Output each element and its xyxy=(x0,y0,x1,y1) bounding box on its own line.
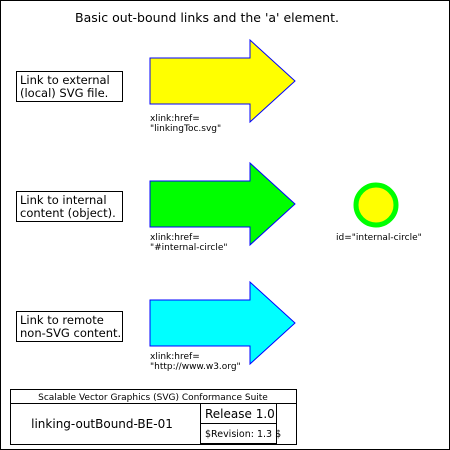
cyan-arrow-icon[interactable] xyxy=(149,280,296,366)
suite-title: Scalable Vector Graphics (SVG) Conforman… xyxy=(38,393,268,403)
link-label-line-1: Link to internal xyxy=(20,193,107,207)
link-label-box xyxy=(16,311,123,342)
internal-circle-target: id="internal-circle" xyxy=(336,182,422,243)
href-line-2: "#internal-circle" xyxy=(150,243,228,253)
internal-circle-icon xyxy=(353,182,399,228)
link-label-line-1: Link to external xyxy=(20,73,110,87)
release-label: Release 1.0 xyxy=(205,407,275,421)
href-line-2: "http://www.w3.org" xyxy=(150,362,241,372)
link-label-box xyxy=(16,71,123,102)
green-arrow-icon[interactable] xyxy=(149,161,296,247)
href-line-1: xlink:href= xyxy=(150,352,200,362)
link-external-svg[interactable]: Link to external (local) SVG file. xlink… xyxy=(16,38,296,134)
link-label-line-2: content (object). xyxy=(20,206,116,220)
link-internal-content[interactable]: Link to internal content (object). xlink… xyxy=(16,161,296,253)
internal-circle-label: id="internal-circle" xyxy=(336,233,422,243)
href-line-2: "linkingToc.svg" xyxy=(150,124,221,134)
revision-box xyxy=(200,423,277,444)
link-remote-content[interactable]: Link to remote non-SVG content. xlink:hr… xyxy=(16,280,296,372)
href-line-1: xlink:href= xyxy=(150,114,200,124)
test-legend: Scalable Vector Graphics (SVG) Conforman… xyxy=(10,389,297,445)
link-label-line-2: non-SVG content. xyxy=(20,326,121,340)
link-label-box xyxy=(16,191,123,222)
link-label-line-2: (local) SVG file. xyxy=(20,86,108,100)
test-name: linking-outBound-BE-01 xyxy=(31,417,173,431)
yellow-arrow-icon[interactable] xyxy=(149,38,296,124)
page-title: Basic out-bound links and the 'a' elemen… xyxy=(75,10,339,25)
revision-label: $Revision: 1.3 $ xyxy=(205,429,281,440)
href-line-1: xlink:href= xyxy=(150,233,200,243)
link-label-line-1: Link to remote xyxy=(20,313,104,327)
